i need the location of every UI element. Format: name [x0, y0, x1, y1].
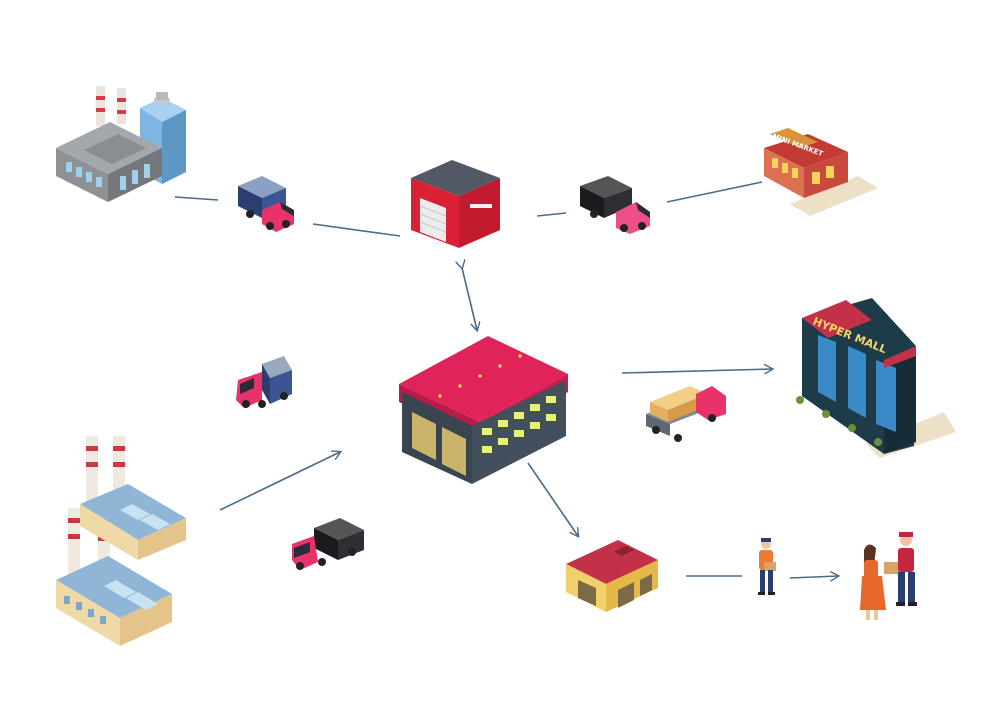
arrow-depot-main-warehouse — [462, 268, 477, 330]
arrow-main-to-hypermall — [621, 369, 772, 373]
line-factory-to-truck — [174, 196, 219, 201]
main-warehouse — [399, 336, 568, 484]
factory-top-left — [56, 86, 186, 202]
mini-market — [764, 128, 878, 216]
truck-top-right — [580, 176, 650, 234]
local-store — [566, 540, 658, 612]
courier-person — [758, 538, 776, 595]
hyper-mall — [796, 298, 956, 458]
customer-handover — [860, 532, 917, 620]
line-depot-to-truck — [536, 212, 567, 217]
depot-red — [411, 160, 500, 248]
truck-bottom — [292, 518, 364, 570]
connectors — [174, 181, 838, 578]
line-truck-to-depot — [312, 223, 401, 237]
arrow-factories-to-main — [219, 452, 340, 511]
truck-top-left — [238, 176, 294, 232]
flatbed-truck — [646, 386, 726, 442]
truck-middle-left — [236, 356, 292, 408]
arrow-main-to-store — [527, 462, 578, 536]
arrow-courier-to-customer — [789, 576, 838, 578]
factory-bottom-left — [56, 436, 186, 646]
line-truck-to-minimarket — [666, 181, 763, 203]
